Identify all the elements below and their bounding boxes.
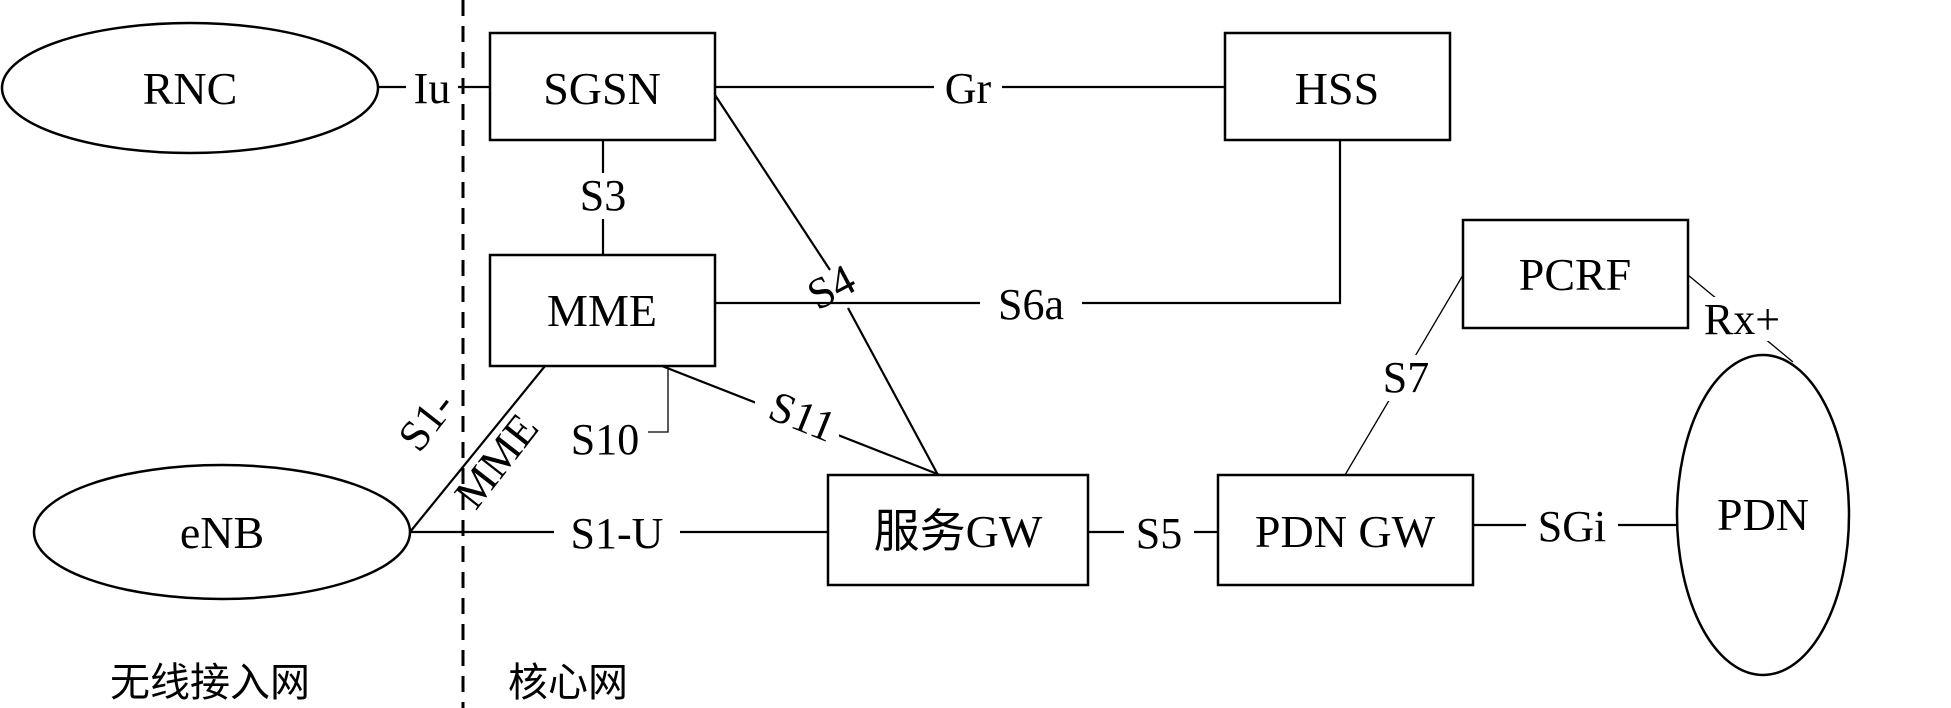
s7-interface-label: S7 — [1383, 353, 1429, 402]
sgi-interface-label: SGi — [1538, 502, 1606, 551]
sgsn-label: SGSN — [543, 63, 661, 114]
iu-interface-label: Iu — [414, 64, 451, 113]
enb-node: eNB — [34, 465, 410, 599]
s10-interface-label: S10 — [571, 415, 639, 464]
s1-mme-label-part1: S1- — [388, 382, 464, 460]
pdn-label: PDN — [1717, 489, 1809, 540]
rnc-label: RNC — [143, 63, 238, 114]
pcrf-node: PCRF — [1463, 220, 1688, 328]
pdn-node: PDN — [1677, 355, 1849, 675]
s4-interface-label: S4 — [799, 255, 863, 320]
s1-u-interface-label: S1-U — [571, 509, 664, 558]
pdn-gw-label: PDN GW — [1255, 506, 1436, 557]
mme-label: MME — [547, 285, 657, 336]
core-network-caption: 核心网 — [508, 660, 628, 706]
hss-node: HSS — [1225, 33, 1450, 140]
s5-interface-label: S5 — [1136, 509, 1182, 558]
link-sgsn-servinggw-s4-upper — [715, 95, 830, 270]
s3-interface-label: S3 — [580, 171, 626, 220]
link-sgsn-servinggw-s4-lower — [848, 308, 938, 475]
enb-label: eNB — [180, 507, 264, 558]
s1-mme-label-part2: MME — [445, 405, 548, 518]
hss-label: HSS — [1295, 63, 1379, 114]
s6a-interface-label: S6a — [998, 280, 1064, 329]
mme-node: MME — [490, 255, 715, 366]
serving-gw-node: 服务GW — [828, 475, 1088, 585]
gr-interface-label: Gr — [945, 64, 992, 113]
pcrf-label: PCRF — [1519, 249, 1632, 300]
serving-gw-label: 服务GW — [874, 506, 1043, 557]
rnc-node: RNC — [2, 23, 378, 153]
pdn-gw-node: PDN GW — [1218, 475, 1473, 585]
sgsn-node: SGSN — [490, 33, 715, 140]
rx-interface-label: Rx+ — [1704, 295, 1780, 344]
radio-access-network-caption: 无线接入网 — [110, 660, 310, 706]
link-mme-s10-loop — [648, 366, 668, 432]
